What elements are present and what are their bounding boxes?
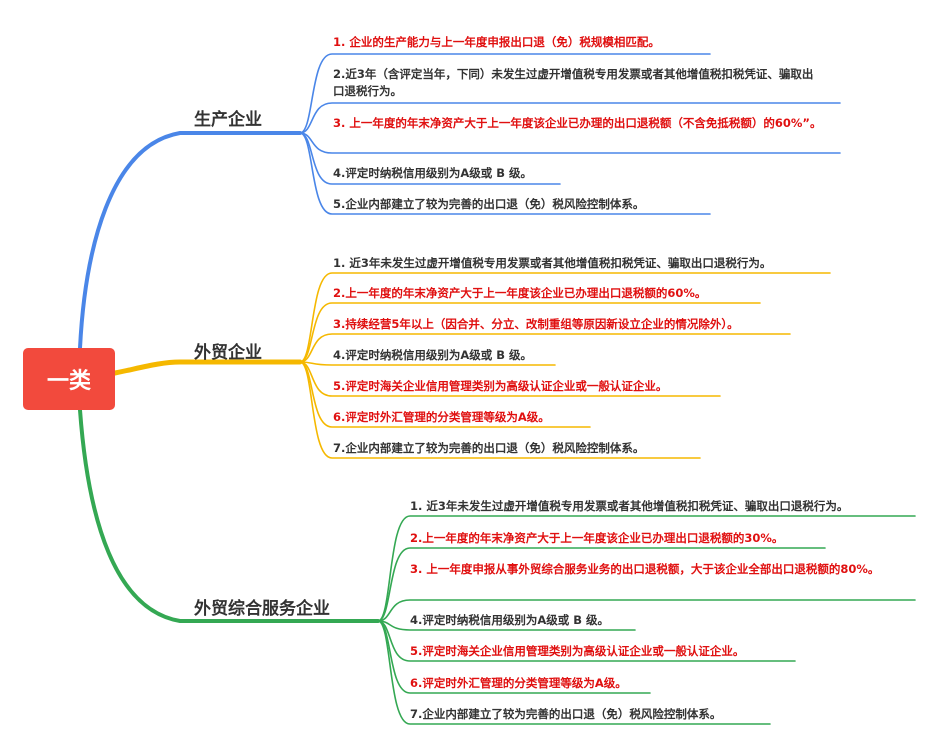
root-connector-service (78, 408, 380, 623)
root-connector-trade (112, 359, 303, 376)
branch-connector-2-7 (299, 361, 701, 459)
root-node[interactable]: 一类 (23, 348, 115, 410)
branch-connector-3-7 (377, 620, 771, 725)
service-item-2[interactable]: 2.上一年度的年末净资产大于上一年度该企业已办理出口退税额的30%。 (410, 531, 784, 545)
production-item-2[interactable]: 2.近3年（含评定当年，下同）未发生过虚开增值税专用发票或者其他增值税扣税凭证、… (333, 67, 814, 98)
branch-connector-1-1 (299, 53, 711, 134)
trade-item-6[interactable]: 6.评定时外汇管理的分类管理等级为A级。 (333, 410, 550, 424)
production-item-5[interactable]: 5.企业内部建立了较为完善的出口退（免）税风险控制体系。 (333, 197, 645, 211)
root-label: 一类 (46, 369, 91, 394)
branch-connector-2-3 (299, 333, 791, 363)
service-item-1[interactable]: 1. 近3年未发生过虚开增值税专用发票或者其他增值税扣税凭证、骗取出口退税行为。 (410, 499, 849, 513)
production-item-4[interactable]: 4.评定时纳税信用级别为A级或 B 级。 (333, 166, 533, 180)
service-item-3[interactable]: 3. 上一年度申报从事外贸综合服务业务的出口退税额，大于该企业全部出口退税额的8… (410, 562, 880, 576)
branch-label-trade[interactable]: 外贸企业 (194, 343, 262, 363)
trade-item-1[interactable]: 1. 近3年未发生过虚开增值税专用发票或者其他增值税扣税凭证、骗取出口退税行为。 (333, 256, 772, 270)
trade-item-2[interactable]: 2.上一年度的年末净资产大于上一年度该企业已办理出口退税额的60%。 (333, 286, 707, 300)
service-item-5[interactable]: 5.评定时海关企业信用管理类别为高级认证企业或一般认证企业。 (410, 644, 745, 658)
branch-connector-1-5 (299, 132, 711, 215)
branch-connector-3-3 (377, 599, 916, 622)
service-item-4[interactable]: 4.评定时纳税信用级别为A级或 B 级。 (410, 613, 610, 627)
production-item-1[interactable]: 1. 企业的生产能力与上一年度申报出口退（免）税规模相匹配。 (333, 35, 660, 49)
service-item-7[interactable]: 7.企业内部建立了较为完善的出口退（免）税风险控制体系。 (410, 707, 722, 721)
trade-item-5[interactable]: 5.评定时海关企业信用管理类别为高级认证企业或一般认证企业。 (333, 379, 668, 393)
branch-connector-3-1 (377, 515, 916, 622)
branch-connector-3-2 (377, 547, 826, 622)
production-item-3[interactable]: 3. 上一年度的年末净资产大于上一年度该企业已办理的出口退税额（不含免抵税额）的… (333, 116, 822, 130)
trade-item-3[interactable]: 3.持续经营5年以上（因合并、分立、改制重组等原因新设立企业的情况除外）。 (333, 317, 739, 331)
branch-connector-1-2 (299, 102, 841, 134)
trade-item-7[interactable]: 7.企业内部建立了较为完善的出口退（免）税风险控制体系。 (333, 441, 645, 455)
trade-item-4[interactable]: 4.评定时纳税信用级别为A级或 B 级。 (333, 348, 533, 362)
service-item-6[interactable]: 6.评定时外汇管理的分类管理等级为A级。 (410, 676, 627, 690)
branch-connector-2-2 (299, 302, 761, 363)
branch-connector-1-3 (299, 132, 841, 154)
root-connector-production (78, 131, 302, 350)
branch-connector-2-1 (299, 272, 831, 363)
branch-label-production[interactable]: 生产企业 (194, 110, 262, 130)
branch-label-service[interactable]: 外贸综合服务企业 (194, 599, 330, 619)
